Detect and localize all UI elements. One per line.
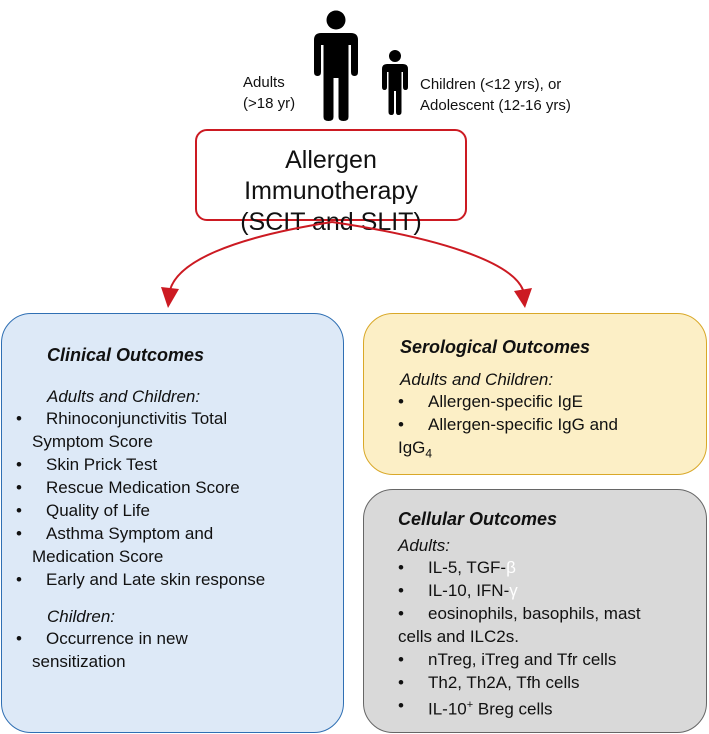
- cellular-item-treg: nTreg, iTreg and Tfr cells: [428, 650, 617, 669]
- list-item: IgG4: [398, 436, 698, 465]
- bullet: •: [398, 673, 404, 692]
- bullet: •: [398, 650, 404, 669]
- arrow-to-serology: [331, 221, 524, 291]
- children-label: Children (<12 yrs), or Adolescent (12-16…: [420, 74, 571, 116]
- list-item: • Asthma Symptom and: [16, 522, 341, 545]
- cellular-item-granulocytes: eosinophils, basophils, mast: [428, 604, 641, 623]
- children-label-line1: Children (<12 yrs), or: [420, 76, 562, 93]
- serological-outcomes-box: Serological Outcomes Adults and Children…: [363, 313, 707, 475]
- list-item-text: Asthma Symptom and: [46, 524, 214, 543]
- arrow-head-serology: [514, 288, 532, 308]
- bullet: •: [16, 478, 22, 497]
- adult-figure-icon: [314, 10, 358, 121]
- bullet: •: [398, 392, 404, 411]
- bullet: •: [398, 415, 404, 434]
- list-item: • nTreg, iTreg and Tfr cells: [398, 648, 703, 671]
- cellular-item-il5: IL-5, TGF-: [428, 558, 507, 577]
- cellular-item-breg-rest: Breg cells: [473, 699, 553, 719]
- therapy-box: Allergen Immunotherapy (SCIT and SLIT): [195, 129, 467, 236]
- list-item: • eosinophils, basophils, mast: [398, 602, 703, 625]
- bullet: •: [398, 604, 404, 623]
- child-figure-icon: [382, 50, 408, 115]
- beta-symbol: β: [506, 558, 516, 577]
- il10-plus-superscript: +: [466, 699, 474, 711]
- serology-item-ige: Allergen-specific IgE: [428, 392, 583, 411]
- arrow-to-clinical: [169, 221, 333, 291]
- serology-item-igg: Allergen-specific IgG and: [428, 415, 618, 434]
- arrow-head-clinical: [161, 287, 179, 308]
- bullet: •: [16, 455, 22, 474]
- gamma-symbol: γ: [509, 581, 518, 600]
- list-item-text: Occurrence in new: [46, 629, 188, 648]
- clinical-adults-children-label: Adults and Children:: [47, 387, 201, 406]
- serology-igg-subscript: 4: [425, 446, 433, 461]
- list-item: • Allergen-specific IgE: [398, 390, 698, 413]
- cellular-item-breg: IL-10: [428, 699, 467, 719]
- list-item: • Allergen-specific IgG and: [398, 413, 698, 436]
- serology-list: • Allergen-specific IgE • Allergen-speci…: [398, 390, 698, 465]
- bullet: •: [16, 629, 22, 648]
- adults-label: Adults (>18 yr): [243, 72, 295, 114]
- cellular-outcomes-box: Cellular Outcomes Adults: • IL-5, TGF-β …: [363, 489, 707, 733]
- cellular-group-label: Adults:: [398, 536, 450, 555]
- list-item: • Th2, Th2A, Tfh cells: [398, 671, 703, 694]
- bullet: •: [398, 558, 404, 577]
- list-item: • Skin Prick Test: [16, 453, 341, 476]
- bullet: •: [16, 570, 22, 589]
- serology-title: Serological Outcomes: [400, 337, 591, 357]
- clinical-outcomes-box: Clinical Outcomes Adults and Children: •…: [1, 313, 344, 733]
- list-item: • IL-10, IFN-γ: [398, 579, 703, 602]
- bullet: •: [16, 409, 22, 428]
- adults-label-line1: Adults: [243, 74, 285, 91]
- bullet: •: [398, 696, 404, 715]
- list-item-text: sensitization: [32, 652, 126, 671]
- list-item-text: Rhinoconjunctivitis Total: [46, 409, 228, 428]
- cellular-item-il10: IL-10, IFN-: [428, 581, 510, 600]
- serology-group-label: Adults and Children:: [400, 370, 554, 389]
- list-item: • IL-10+ Breg cells: [398, 694, 703, 721]
- list-item: • Quality of Life: [16, 499, 341, 522]
- list-item-text: Rescue Medication Score: [46, 478, 240, 497]
- therapy-line1: Allergen Immunotherapy: [244, 146, 418, 205]
- cellular-title: Cellular Outcomes: [398, 509, 558, 529]
- clinical-children-label: Children:: [47, 607, 116, 626]
- list-item: • Rhinoconjunctivitis Total: [16, 407, 341, 430]
- list-item: Symptom Score: [16, 430, 341, 453]
- bullet: •: [16, 524, 22, 543]
- list-item: Medication Score: [16, 545, 341, 568]
- children-label-line2: Adolescent (12-16 yrs): [420, 97, 571, 114]
- list-item-text: Symptom Score: [32, 432, 153, 451]
- bullet: •: [398, 581, 404, 600]
- cellular-list: • IL-5, TGF-β • IL-10, IFN-γ • eosinophi…: [398, 556, 703, 721]
- list-item: • Occurrence in new: [16, 627, 341, 650]
- list-item: • Early and Late skin response: [16, 568, 341, 591]
- list-item: sensitization: [16, 650, 341, 673]
- bullet: •: [16, 501, 22, 520]
- cellular-item-th2: Th2, Th2A, Tfh cells: [428, 673, 580, 692]
- list-item-text: Quality of Life: [46, 501, 150, 520]
- list-item-text: Skin Prick Test: [46, 455, 158, 474]
- list-item-text: Early and Late skin response: [46, 570, 266, 589]
- serology-item-igg-line2: IgG: [398, 438, 426, 457]
- list-item: cells and ILC2s.: [398, 625, 703, 648]
- clinical-children-list: • Occurrence in new sensitization: [16, 627, 341, 673]
- branch-arrows: [161, 221, 532, 308]
- cellular-item-granulocytes-line2: cells and ILC2s.: [398, 627, 519, 646]
- clinical-title: Clinical Outcomes: [47, 345, 205, 365]
- list-item: • IL-5, TGF-β: [398, 556, 703, 579]
- adults-label-line2: (>18 yr): [243, 95, 296, 112]
- list-item-text: Medication Score: [32, 547, 164, 566]
- list-item: • Rescue Medication Score: [16, 476, 341, 499]
